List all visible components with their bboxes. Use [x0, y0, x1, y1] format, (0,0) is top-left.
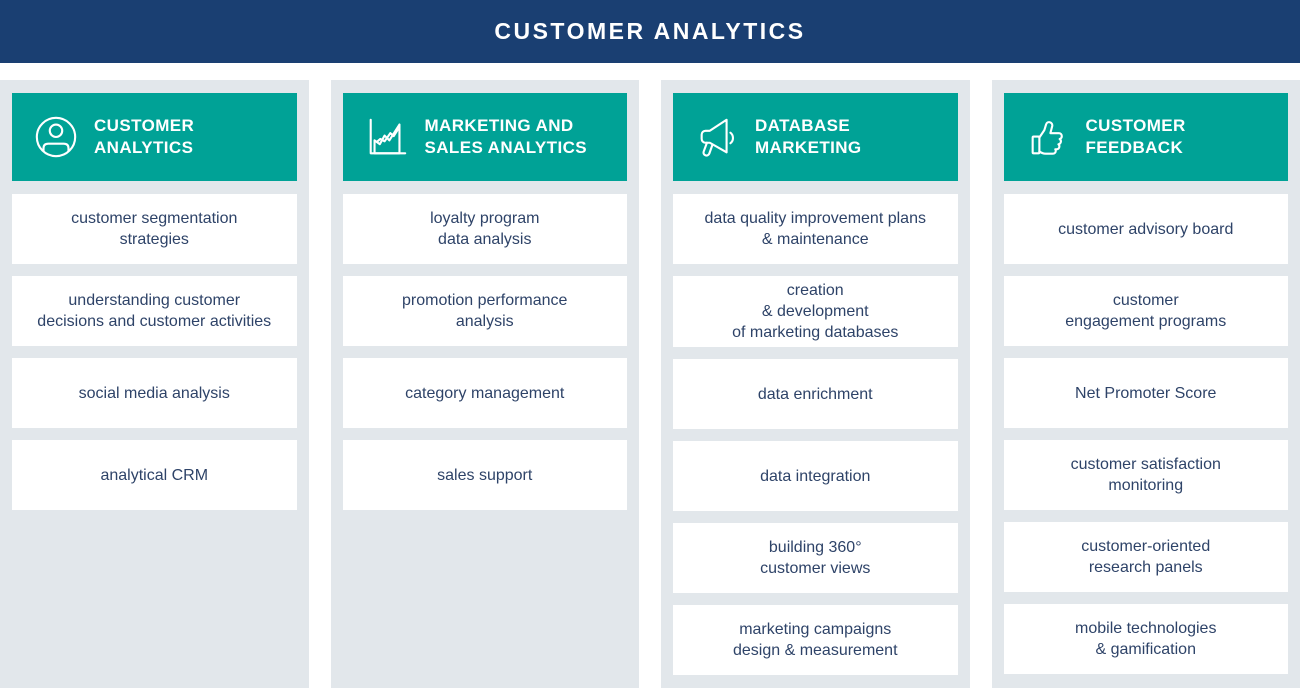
column-header-customer-analytics: CUSTOMER ANALYTICS — [12, 93, 297, 181]
megaphone-icon — [694, 114, 740, 160]
item-box: social media analysis — [12, 358, 297, 428]
column-header-database-marketing: DATABASE MARKETING — [673, 93, 958, 181]
column-database-marketing: DATABASE MARKETING data quality improveme… — [661, 80, 970, 688]
item-box: category management — [342, 358, 627, 428]
item-label: customer-oriented research panels — [1081, 538, 1211, 576]
column-title: CUSTOMER ANALYTICS — [94, 115, 195, 157]
item-label: Net Promoter Score — [1075, 384, 1217, 402]
item-label: sales support — [437, 466, 533, 484]
item-box: data integration — [673, 441, 958, 511]
column-customer-feedback: CUSTOMER FEEDBACK customer advisory board… — [991, 80, 1300, 688]
item-label: customer segmentation strategies — [71, 210, 238, 248]
item-label: customer advisory board — [1058, 220, 1234, 238]
thumbs-up-icon — [1025, 114, 1071, 160]
column-title: CUSTOMER FEEDBACK — [1085, 115, 1186, 157]
column-header-marketing-sales-analytics: MARKETING AND SALES ANALYTICS — [342, 93, 627, 181]
item-box: analytical CRM — [12, 440, 297, 510]
item-label: data enrichment — [757, 385, 873, 403]
column-marketing-sales-analytics: MARKETING AND SALES ANALYTICS loyalty pro… — [330, 80, 639, 688]
item-label: understanding customer decisions and cus… — [37, 292, 272, 330]
column-title: DATABASE MARKETING — [755, 115, 862, 157]
item-label: data integration — [760, 467, 871, 485]
item-label: marketing campaigns design & measurement — [732, 621, 898, 659]
item-box: mobile technologies & gamification — [1003, 604, 1288, 674]
item-box: customer satisfaction monitoring — [1003, 440, 1288, 510]
item-label: creation & development of marketing data… — [732, 282, 899, 341]
column-header-customer-feedback: CUSTOMER FEEDBACK — [1003, 93, 1288, 181]
item-box: data enrichment — [673, 359, 958, 429]
line-chart-icon — [364, 114, 410, 160]
item-box: marketing campaigns design & measurement — [673, 605, 958, 675]
item-label: customer satisfaction monitoring — [1070, 456, 1221, 494]
item-label: category management — [405, 384, 565, 402]
item-label: promotion performance analysis — [402, 292, 568, 330]
item-label: loyalty program data analysis — [430, 210, 540, 248]
item-label: analytical CRM — [100, 466, 209, 484]
item-box: understanding customer decisions and cus… — [12, 276, 297, 346]
item-label: data quality improvement plans & mainten… — [704, 210, 926, 248]
column-customer-analytics: CUSTOMER ANALYTICS customer segmentation … — [0, 80, 309, 688]
page-title: CUSTOMER ANALYTICS — [494, 18, 806, 44]
item-box: sales support — [342, 440, 627, 510]
item-box: promotion performance analysis — [342, 276, 627, 346]
item-box: customer segmentation strategies — [12, 194, 297, 264]
item-label: building 360° customer views — [760, 539, 871, 577]
item-box: customer-oriented research panels — [1003, 522, 1288, 592]
user-icon — [33, 114, 79, 160]
item-label: mobile technologies & gamification — [1075, 620, 1217, 658]
item-label: social media analysis — [78, 384, 230, 402]
item-box: customer advisory board — [1003, 194, 1288, 264]
item-box: customer engagement programs — [1003, 276, 1288, 346]
columns: CUSTOMER ANALYTICS customer segmentation … — [0, 80, 1300, 688]
item-box: loyalty program data analysis — [342, 194, 627, 264]
item-box: creation & development of marketing data… — [673, 276, 958, 347]
item-box: Net Promoter Score — [1003, 358, 1288, 428]
item-box: building 360° customer views — [673, 523, 958, 593]
item-label: customer engagement programs — [1065, 292, 1227, 330]
column-title: MARKETING AND SALES ANALYTICS — [424, 115, 587, 157]
page-header: CUSTOMER ANALYTICS — [0, 0, 1300, 63]
item-box: data quality improvement plans & mainten… — [673, 194, 958, 264]
